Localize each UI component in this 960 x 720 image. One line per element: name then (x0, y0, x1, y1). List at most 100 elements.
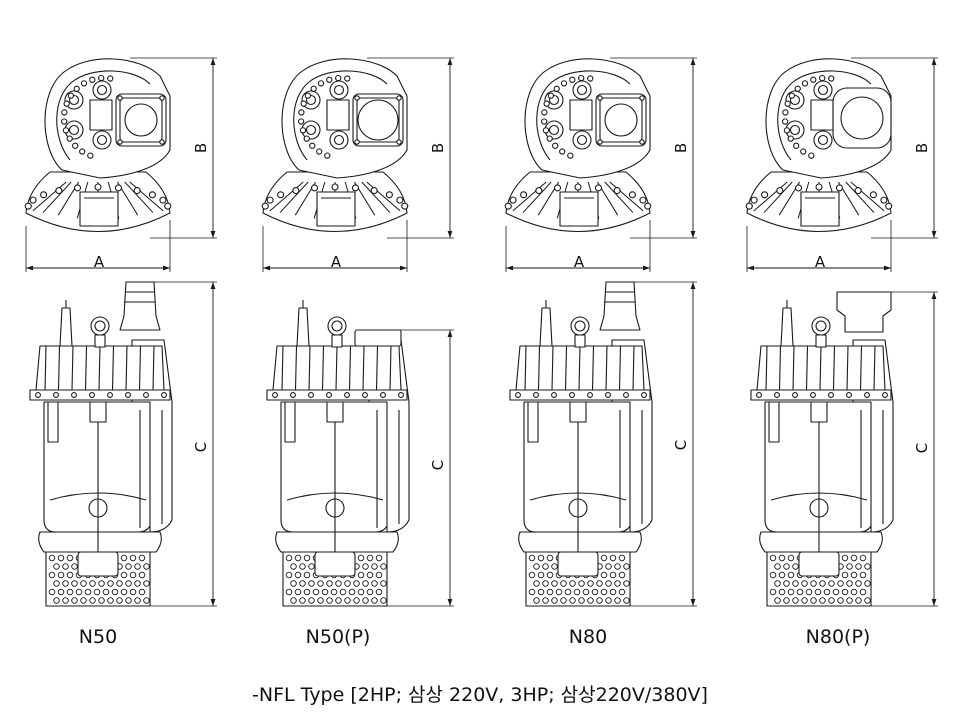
guard-bolt (880, 196, 888, 204)
gland-inner (305, 124, 317, 136)
strainer-hole (801, 580, 808, 587)
strainer-hole (339, 588, 347, 596)
fin (605, 345, 608, 391)
model-label-4: N80(P) (806, 626, 871, 648)
strainer-hole (618, 571, 626, 579)
port-bolt (597, 95, 603, 101)
strainer-hole (623, 597, 630, 604)
suction-plate (518, 531, 642, 553)
fin (375, 345, 379, 391)
fin (294, 345, 298, 391)
lifting-eye-hole (574, 320, 586, 332)
guard-bolt (40, 191, 48, 199)
strainer-hole (89, 580, 96, 587)
lifting-eye (570, 316, 590, 336)
strainer-hole (792, 580, 799, 587)
guard-rib (366, 181, 401, 212)
strainer-hole (569, 597, 576, 604)
strainer-hole (582, 588, 590, 596)
strainer-hole (317, 580, 324, 587)
strainer-hole (841, 554, 849, 562)
model-label-3: N80 (569, 626, 607, 648)
strainer-hole (546, 588, 554, 596)
strainer-hole (846, 563, 853, 570)
guard-bolt (644, 202, 652, 210)
body-bolt (107, 75, 114, 82)
shaft-seal (569, 401, 587, 423)
strainer-hole (143, 563, 150, 570)
guard-bolt (750, 196, 758, 204)
strainer-hole (542, 580, 549, 587)
strainer-hole (362, 563, 369, 570)
body-bolt (309, 142, 316, 149)
fin (44, 345, 47, 391)
guard-bolt (628, 191, 636, 199)
body-bolt (794, 85, 801, 92)
dim-a-arrow (400, 265, 407, 271)
gland-inner (789, 124, 801, 136)
strainer-hole (66, 554, 74, 562)
body-bolt (298, 118, 305, 125)
strainer-hole (609, 571, 617, 579)
flange-bolt (846, 392, 852, 398)
guard-bolt (794, 184, 803, 192)
body-bolt (810, 76, 817, 83)
strainer-hole (116, 597, 123, 604)
body-bolt (587, 75, 594, 82)
port-bolt (117, 95, 123, 101)
strainer-hole (71, 580, 78, 587)
strainer-hole (371, 580, 378, 587)
guard-bolt (885, 202, 893, 210)
strainer-hole (138, 571, 146, 579)
dim-b-arrow (931, 58, 937, 65)
strainer-hole (769, 554, 777, 562)
dim-a-arrow (747, 265, 754, 271)
body-bolt (89, 76, 96, 83)
pump-view-2 (261, 57, 454, 607)
dim-c-arrow (210, 599, 216, 606)
fin (524, 345, 527, 391)
strainer-hole (375, 554, 383, 562)
strainer-hole (138, 588, 146, 596)
flange-bolt (533, 392, 539, 398)
flange-bolt (362, 392, 368, 398)
strainer-hole (600, 588, 608, 596)
outlet-bore (840, 96, 884, 140)
strainer-hole (335, 597, 342, 604)
motor-flange (750, 389, 892, 401)
strainer-hole (864, 580, 871, 587)
flange-bolt (272, 392, 278, 398)
strainer-hole (537, 571, 545, 579)
flange-bolt (326, 392, 332, 398)
strainer-hole (605, 580, 612, 587)
strainer-hole (125, 597, 132, 604)
body-bolt (73, 85, 80, 92)
hose-outlet (119, 281, 161, 331)
strainer-hole (357, 588, 365, 596)
gland-inner (96, 84, 108, 96)
outlet-port-inner (356, 97, 400, 143)
body-bolt (808, 152, 815, 159)
strainer-hole (80, 580, 87, 587)
fin (551, 345, 554, 391)
strainer-hole (787, 571, 795, 579)
strainer-hole (846, 597, 853, 604)
strainer-hole (537, 554, 545, 562)
guard-rib (753, 181, 788, 212)
strainer-hole (828, 580, 835, 587)
strainer-hole (609, 588, 617, 596)
pump-view-4 (745, 57, 938, 607)
strainer-hole (614, 563, 621, 570)
strainer-hole (623, 580, 630, 587)
strainer-hole (792, 563, 799, 570)
strainer-hole (375, 588, 383, 596)
body-bolt (559, 148, 566, 155)
dim-a-arrow (26, 265, 33, 271)
flange-bolt (882, 392, 888, 398)
strainer-hole (71, 563, 78, 570)
strainer-hole (551, 597, 558, 604)
handle-block (326, 99, 350, 131)
guard-rib (42, 181, 72, 213)
strainer-hole (560, 597, 567, 604)
strainer-hole (80, 597, 87, 604)
